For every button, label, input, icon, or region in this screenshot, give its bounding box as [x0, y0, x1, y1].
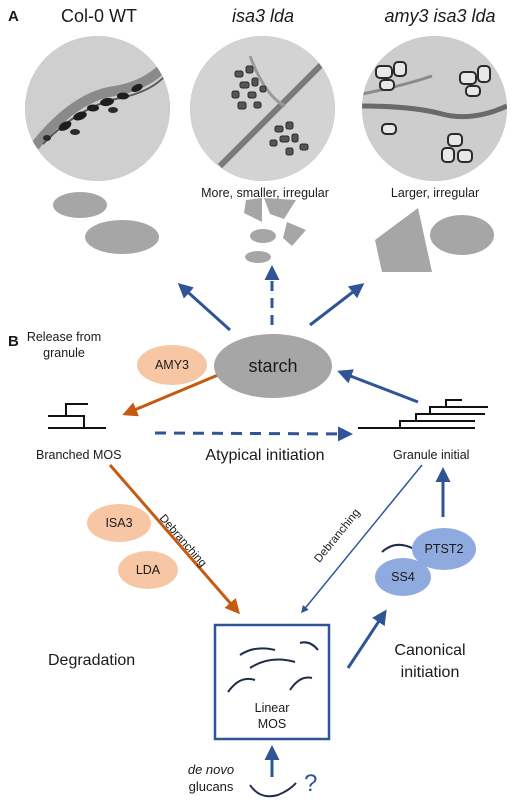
genotype-amy3-isa3-lda-text: amy3 isa3 lda [384, 6, 496, 26]
linear-mos-label: Linear MOS [254, 701, 290, 732]
branched-mos-icon [48, 403, 106, 429]
isa3-label: ISA3 [105, 516, 133, 530]
de-novo-text: de novo [187, 762, 235, 777]
glucans-text: glucans [188, 778, 234, 794]
branched-mos-label: Branched MOS [36, 448, 122, 462]
release-from-granule-label: Release from granule [26, 330, 102, 360]
lda-enzyme: LDA [118, 551, 178, 589]
amy3-label: AMY3 [154, 358, 190, 372]
linear-mos-box [213, 623, 331, 741]
ptst2-label: PTST2 [424, 542, 464, 556]
isa3-granule-4 [283, 222, 306, 246]
isa3-granule-5 [245, 251, 271, 263]
arrow-starch-to-amy3 [309, 283, 365, 327]
de-novo-glucans-label: de novo glucans [180, 762, 242, 796]
isa3-granule-3 [250, 229, 276, 243]
arrow-debranching-right [301, 464, 423, 614]
micrograph-amy3-isa3-lda [362, 36, 507, 181]
canonical-initiation-label: Canonical initiation [394, 642, 466, 681]
micrograph-wt [25, 36, 170, 181]
panel-b-letter: B [8, 333, 19, 350]
isa3-enzyme: ISA3 [87, 504, 151, 542]
genotype-label-wt: Col-0 WT [24, 6, 174, 27]
isa3-granule-1 [244, 198, 262, 222]
arrow-starch-to-wt [177, 282, 232, 332]
lda-label: LDA [135, 563, 161, 577]
panel-a-letter: A [8, 8, 19, 25]
wt-granule-small [53, 192, 107, 218]
genotype-label-isa3-lda: isa3 lda [188, 6, 338, 27]
ptst2-enzyme: PTST2 [412, 528, 476, 570]
arrow-debranching-left [108, 464, 240, 615]
caption-amy3-isa3-lda: Larger, irregular [390, 186, 480, 200]
question-mark: ? [304, 770, 318, 797]
genotype-wt-text: Col-0 WT [61, 6, 137, 26]
isa3-granule-2 [264, 198, 296, 219]
granule-initial-icon [358, 399, 488, 429]
granule-initial-label: Granule initial [393, 448, 470, 462]
arrow-granule-initial-to-starch [337, 369, 419, 404]
arrow-starch-to-branched-mos [122, 373, 219, 417]
arrow-atypical-initiation [154, 426, 353, 442]
atypical-initiation-label: Atypical initiation [205, 447, 325, 464]
degradation-label: Degradation [48, 652, 136, 669]
micrograph-wt-drawing [25, 36, 170, 181]
starch-label: starch [248, 355, 298, 376]
genotype-isa3-lda-text: isa3 lda [231, 6, 295, 26]
starch-granule: starch [214, 334, 332, 398]
caption-isa3-lda: More, smaller, irregular [201, 186, 329, 200]
micrograph-amy3-isa3-lda-drawing [362, 36, 507, 181]
genotype-label-amy3-isa3-lda: amy3 isa3 lda [365, 6, 515, 27]
micrograph-isa3-lda-drawing [190, 36, 335, 181]
wt-granule-large [85, 220, 159, 254]
arrow-linear-to-canonical [346, 609, 387, 669]
linear-mos-chains [227, 641, 319, 693]
amy3-granule-1 [375, 208, 432, 272]
ss4-label: SS4 [391, 570, 415, 584]
amy3-enzyme: AMY3 [137, 345, 207, 385]
micrograph-isa3-lda [190, 36, 335, 181]
amy3-granule-2 [430, 215, 494, 255]
de-novo-glucan-icon [249, 782, 297, 798]
